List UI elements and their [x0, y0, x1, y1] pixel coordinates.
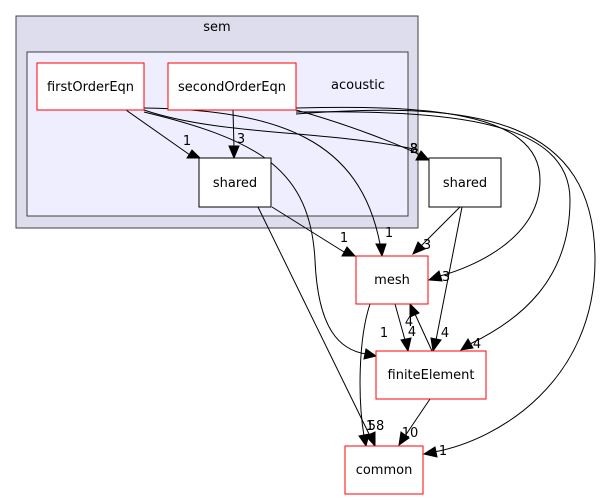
edge-second-to-common — [295, 109, 596, 453]
node-label: common — [356, 463, 413, 478]
edge-outer-shared-to-fe — [435, 206, 463, 341]
edge-label: 4 — [441, 326, 449, 341]
edge-label: 4 — [473, 337, 481, 352]
edge-arrowhead — [422, 446, 438, 458]
edge-arrowhead — [412, 241, 426, 255]
edge-label: 4 — [408, 325, 416, 340]
edge-label: 1 — [385, 226, 393, 241]
node-label: finiteElement — [388, 368, 475, 383]
edge-arrowhead — [409, 302, 420, 318]
node-label: firstOrderEqn — [47, 80, 134, 95]
node-label: secondOrderEqn — [178, 80, 286, 95]
edge-label: 2 — [410, 142, 418, 157]
edge-first-to-inner-shared — [125, 109, 191, 156]
edge-second-to-inner-shared — [232, 109, 235, 149]
node-inner-shared[interactable]: shared — [198, 157, 272, 208]
node-label: mesh — [374, 273, 410, 288]
edge-second-to-fe — [295, 111, 571, 345]
edge-label: 1 — [380, 326, 388, 341]
edge-outer-shared-to-mesh — [420, 206, 461, 247]
edge-label: 3 — [442, 270, 450, 285]
edge-arrowhead — [430, 337, 442, 353]
edge-label: 1 — [183, 134, 191, 149]
edge-label: 1 — [340, 231, 348, 246]
edge-first-to-outer-shared — [143, 109, 419, 151]
edge-arrowhead — [363, 348, 378, 360]
node-outer-shared[interactable]: shared — [428, 157, 502, 208]
edge-fe-to-mesh — [414, 313, 433, 352]
node-mesh[interactable]: mesh — [355, 255, 429, 305]
edge-mesh-to-common — [359, 303, 371, 437]
edge-arrowhead — [459, 338, 474, 351]
node-common[interactable]: common — [344, 445, 424, 495]
acoustic-cluster-label: acoustic — [331, 78, 385, 93]
edge-arrowhead — [228, 145, 240, 160]
edge-mesh-to-fe-a — [394, 303, 406, 341]
edge-arrowhead — [400, 337, 412, 353]
edge-arrowhead — [398, 431, 410, 447]
edge-label: 58 — [368, 419, 385, 434]
sem-cluster-label: sem — [203, 20, 230, 35]
edge-label: 3 — [237, 132, 245, 147]
node-first-order-eqn[interactable]: firstOrderEqn — [36, 62, 145, 111]
edge-first-to-fe — [143, 111, 367, 355]
node-finite-element[interactable]: finiteElement — [375, 350, 487, 400]
edge-inner-shared-to-mesh — [271, 206, 345, 253]
edge-fe-to-common — [404, 398, 431, 437]
node-label: shared — [443, 176, 487, 191]
node-second-order-eqn[interactable]: secondOrderEqn — [167, 62, 297, 111]
edge-arrowhead — [186, 149, 202, 159]
edge-arrowhead — [427, 270, 443, 282]
edge-label: 4 — [405, 315, 413, 330]
edge-label: 10 — [402, 426, 419, 441]
edge-label: 8 — [410, 142, 418, 157]
edge-labels: 1 3 2 8 1 1 3 3 4 4 1 4 4 58 1 10 1 — [183, 132, 481, 459]
edge-arrowhead — [341, 246, 357, 257]
edge-arrowhead — [415, 150, 431, 161]
edge-label: 1 — [366, 419, 374, 434]
edge-label: 3 — [423, 238, 431, 253]
edge-second-to-mesh — [295, 106, 541, 277]
node-label: shared — [213, 176, 257, 191]
edge-arrowhead — [375, 243, 387, 258]
edge-label: 1 — [439, 444, 447, 459]
edge-inner-shared-to-common — [257, 206, 371, 437]
edge-arrowhead — [358, 433, 370, 448]
edge-second-to-outer-shared — [295, 109, 421, 156]
